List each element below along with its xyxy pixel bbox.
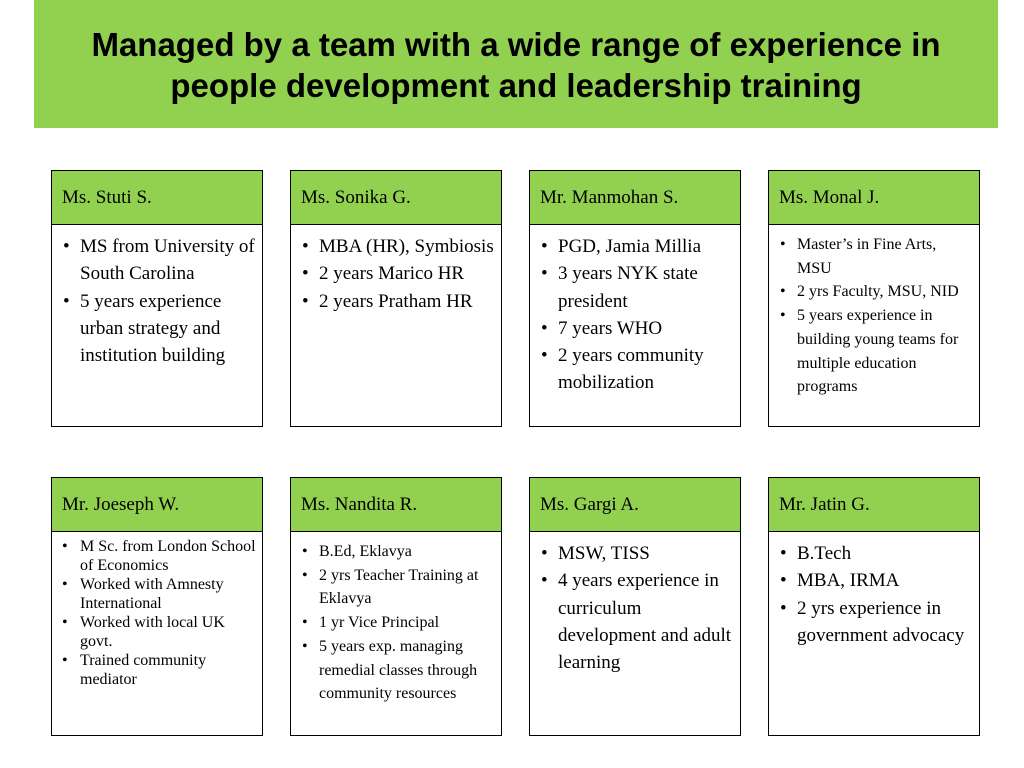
detail-item: B.Ed, Eklavya — [299, 540, 495, 564]
detail-item: MS from University of South Carolina — [60, 233, 256, 288]
detail-item: MBA (HR), Symbiosis — [299, 233, 495, 261]
detail-item: MBA, IRMA — [777, 567, 973, 595]
profile-details: PGD, Jamia Millia 3 years NYK state pres… — [530, 225, 740, 397]
detail-item: Trained community mediator — [60, 651, 256, 689]
detail-item: Worked with local UK govt. — [60, 613, 256, 651]
profile-details: B.Ed, Eklavya 2 yrs Teacher Training at … — [291, 532, 501, 706]
title-banner: Managed by a team with a wide range of e… — [34, 0, 998, 128]
profile-details: MSW, TISS 4 years experience in curricul… — [530, 532, 740, 676]
profile-details: MS from University of South Carolina 5 y… — [52, 225, 262, 369]
detail-item: B.Tech — [777, 540, 973, 568]
detail-item: PGD, Jamia Millia — [538, 233, 734, 261]
profile-details: Master’s in Fine Arts, MSU 2 yrs Faculty… — [769, 225, 979, 399]
detail-item: M Sc. from London School of Economics — [60, 537, 256, 575]
profile-name: Ms. Monal J. — [769, 171, 979, 225]
profile-name: Ms. Stuti S. — [52, 171, 262, 225]
detail-item: 1 yr Vice Principal — [299, 611, 495, 635]
detail-item: Worked with Amnesty International — [60, 575, 256, 613]
detail-item: 5 years experience urban strategy and in… — [60, 288, 256, 370]
detail-item: 4 years experience in curriculum develop… — [538, 567, 734, 676]
profile-details: B.Tech MBA, IRMA 2 yrs experience in gov… — [769, 532, 979, 649]
detail-item: 2 years Pratham HR — [299, 288, 495, 316]
detail-item: 2 years community mobilization — [538, 342, 734, 397]
profile-name: Ms. Gargi A. — [530, 478, 740, 532]
detail-item: 2 years Marico HR — [299, 260, 495, 288]
profile-name: Mr. Jatin G. — [769, 478, 979, 532]
page-title: Managed by a team with a wide range of e… — [91, 26, 941, 104]
profile-card-nandita: Ms. Nandita R. B.Ed, Eklavya 2 yrs Teach… — [290, 477, 502, 736]
profile-name: Mr. Joeseph W. — [52, 478, 262, 532]
detail-item: 3 years NYK state president — [538, 260, 734, 315]
profile-name: Ms. Nandita R. — [291, 478, 501, 532]
profile-details: MBA (HR), Symbiosis 2 years Marico HR 2 … — [291, 225, 501, 315]
profile-card-joeseph: Mr. Joeseph W. M Sc. from London School … — [51, 477, 263, 736]
profile-card-sonika: Ms. Sonika G. MBA (HR), Symbiosis 2 year… — [290, 170, 502, 427]
profile-name: Mr. Manmohan S. — [530, 171, 740, 225]
profile-card-gargi: Ms. Gargi A. MSW, TISS 4 years experienc… — [529, 477, 741, 736]
detail-item: 2 yrs Teacher Training at Eklavya — [299, 564, 495, 611]
profile-name: Ms. Sonika G. — [291, 171, 501, 225]
profile-card-stuti: Ms. Stuti S. MS from University of South… — [51, 170, 263, 427]
detail-item: MSW, TISS — [538, 540, 734, 568]
detail-item: Master’s in Fine Arts, MSU — [777, 233, 973, 280]
detail-item: 5 years exp. managing remedial classes t… — [299, 635, 495, 706]
detail-item: 5 years experience in building young tea… — [777, 304, 973, 399]
profile-card-manmohan: Mr. Manmohan S. PGD, Jamia Millia 3 year… — [529, 170, 741, 427]
profile-details: M Sc. from London School of Economics Wo… — [52, 532, 262, 689]
detail-item: 2 yrs Faculty, MSU, NID — [777, 280, 973, 304]
detail-item: 2 yrs experience in government advocacy — [777, 595, 973, 650]
profile-card-jatin: Mr. Jatin G. B.Tech MBA, IRMA 2 yrs expe… — [768, 477, 980, 736]
detail-item: 7 years WHO — [538, 315, 734, 343]
profile-card-monal: Ms. Monal J. Master’s in Fine Arts, MSU … — [768, 170, 980, 427]
